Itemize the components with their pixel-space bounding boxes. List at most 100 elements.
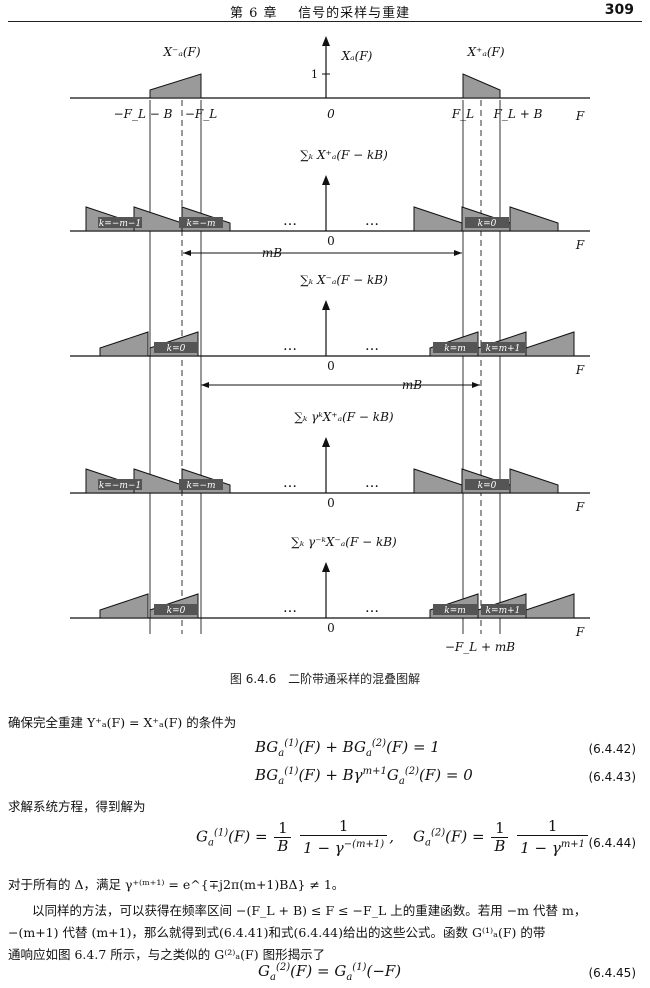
k-label-box [481, 604, 525, 615]
k-label-box [98, 479, 142, 490]
chapter-number: 第 6 章 [230, 6, 278, 21]
unit-label: 1 [311, 68, 318, 81]
aliasing-figure: 1 X⁻ₐ(F) Xₐ(F) X⁺ₐ(F) −F_L − B −F_L 0 F_L F_L + … [70, 36, 590, 654]
chapter-name: 信号的采样与重建 [298, 6, 411, 21]
zero-label: 0 [327, 496, 335, 510]
axis-label: F [575, 238, 585, 252]
page-header: 第 6 章 信号的采样与重建 309 [0, 0, 650, 26]
zero-label: 0 [327, 359, 335, 373]
k-label: k=m [444, 344, 466, 354]
k-label: k=m+1 [486, 606, 521, 616]
header-rule [8, 21, 642, 22]
ellipsis: … [283, 213, 297, 229]
axis-label: F [575, 625, 585, 639]
chapter-title: 第 6 章 信号的采样与重建 [230, 2, 410, 21]
spectrum-band [525, 593, 575, 619]
spectrum-band [413, 206, 463, 232]
spectrum-band [509, 206, 559, 232]
k-label: k=m [444, 606, 466, 616]
k-label-box [465, 217, 509, 228]
sum-label: ∑ₖ γ⁻ᵏX⁻ₐ(F − kB) [291, 535, 397, 549]
ellipsis: … [365, 475, 379, 491]
page-number: 309 [604, 2, 634, 18]
k-label: k=0 [167, 344, 186, 354]
axis-arrow [322, 300, 330, 310]
arrow-head [472, 382, 480, 388]
ellipsis: … [365, 338, 379, 354]
ellipsis: … [283, 600, 297, 616]
k-label-box [433, 604, 477, 615]
axis-label: F [575, 363, 585, 377]
axis-arrow [322, 562, 330, 572]
axis-arrow [322, 175, 330, 185]
k-label: k=−m−1 [99, 219, 141, 229]
equation-number: (6.4.42) [588, 742, 636, 756]
paragraph-solve: 求解系统方程，得到解为 [8, 799, 146, 814]
sum-label: ∑ₖ γᵏX⁺ₐ(F − kB) [294, 410, 393, 424]
zero-label: 0 [327, 621, 335, 635]
axis-label: F [575, 500, 585, 514]
equation-6-4-43: BGa(1)(F) + Bγm+1Ga(2)(F) = 0 [255, 766, 473, 787]
negative-band [149, 73, 202, 99]
k-label-box [179, 479, 223, 490]
tick-label: F_L + B [493, 107, 543, 121]
k-label-box [465, 479, 509, 490]
x-plus-label: X⁺ₐ(F) [466, 45, 504, 59]
arrow-head [201, 382, 209, 388]
caption-number: 图 6.4.6 [229, 672, 277, 686]
figure-caption: 图 6.4.6 二阶带通采样的混叠图解 [0, 670, 650, 687]
k-label: k=0 [478, 481, 497, 491]
paragraph-same-method: 以同样的方法，可以获得在频率区间 −(F_L + B) ≤ F ≤ −F_L 上… [32, 903, 587, 918]
tick-label: −F_L [185, 107, 217, 121]
equation-number: (6.4.44) [588, 836, 636, 850]
axis-label: F [575, 109, 585, 123]
k-label-box [481, 342, 525, 353]
mb-label: mB [402, 378, 422, 392]
bottom-tick-label: −F_L + mB [445, 640, 515, 654]
sum-label: ∑ₖ X⁺ₐ(F − kB) [300, 148, 388, 162]
axis-arrow [322, 36, 330, 46]
mb-label: mB [262, 246, 282, 260]
ellipsis: … [283, 475, 297, 491]
arrow-head [454, 250, 462, 256]
spectrum-band [413, 468, 463, 494]
paragraph-response: 通响应如图 6.4.7 所示，与之类似的 G⁽²⁾ₐ(F) 图形揭示了 [8, 947, 326, 962]
spectrum-band [99, 593, 149, 619]
sum-label: ∑ₖ X⁻ₐ(F − kB) [300, 273, 388, 287]
ellipsis: … [283, 338, 297, 354]
k-label: k=−m−1 [99, 481, 141, 491]
k-label: k=−m [186, 219, 215, 229]
x-minus-label: X⁻ₐ(F) [162, 45, 200, 59]
spectrum-band [99, 331, 149, 357]
k-label: k=−m [186, 481, 215, 491]
positive-band [462, 73, 501, 99]
k-label: k=0 [167, 606, 186, 616]
k-label-box [154, 342, 198, 353]
spectrum-band [509, 468, 559, 494]
equation-6-4-42: BGa(1)(F) + BGa(2)(F) = 1 [255, 738, 440, 759]
k-label: k=0 [478, 219, 497, 229]
k-label-box [433, 342, 477, 353]
paragraph-condition: 确保完全重建 Y⁺ₐ(F) = X⁺ₐ(F) 的条件为 [8, 715, 237, 730]
k-label-box [154, 604, 198, 615]
tick-label: F_L [451, 107, 474, 121]
equation-number: (6.4.45) [588, 966, 636, 980]
k-label-box [179, 217, 223, 228]
caption-text: 二阶带通采样的混叠图解 [288, 672, 421, 686]
equation-6-4-45: Ga(2)(F) = Ga(1)(−F) [258, 962, 402, 983]
equation-number: (6.4.43) [588, 770, 636, 784]
paragraph-replace: −(m+1) 代替 (m+1)，那么就得到式(6.4.41)和式(6.4.44)… [8, 925, 546, 940]
k-label: k=m+1 [486, 344, 521, 354]
xa-label: Xₐ(F) [341, 49, 373, 63]
ellipsis: … [365, 600, 379, 616]
ellipsis: … [365, 213, 379, 229]
zero-label: 0 [327, 234, 335, 248]
arrow-head [183, 250, 191, 256]
spectrum-band [525, 331, 575, 357]
paragraph-delta: 对于所有的 Δ，满足 γ⁺⁽ᵐ⁺¹⁾ = e^{∓j2π(m+1)BΔ} ≠ 1… [8, 877, 345, 892]
k-label-box [98, 217, 142, 228]
axis-arrow [322, 437, 330, 447]
tick-label: −F_L − B [114, 107, 173, 121]
tick-label: 0 [327, 107, 335, 121]
